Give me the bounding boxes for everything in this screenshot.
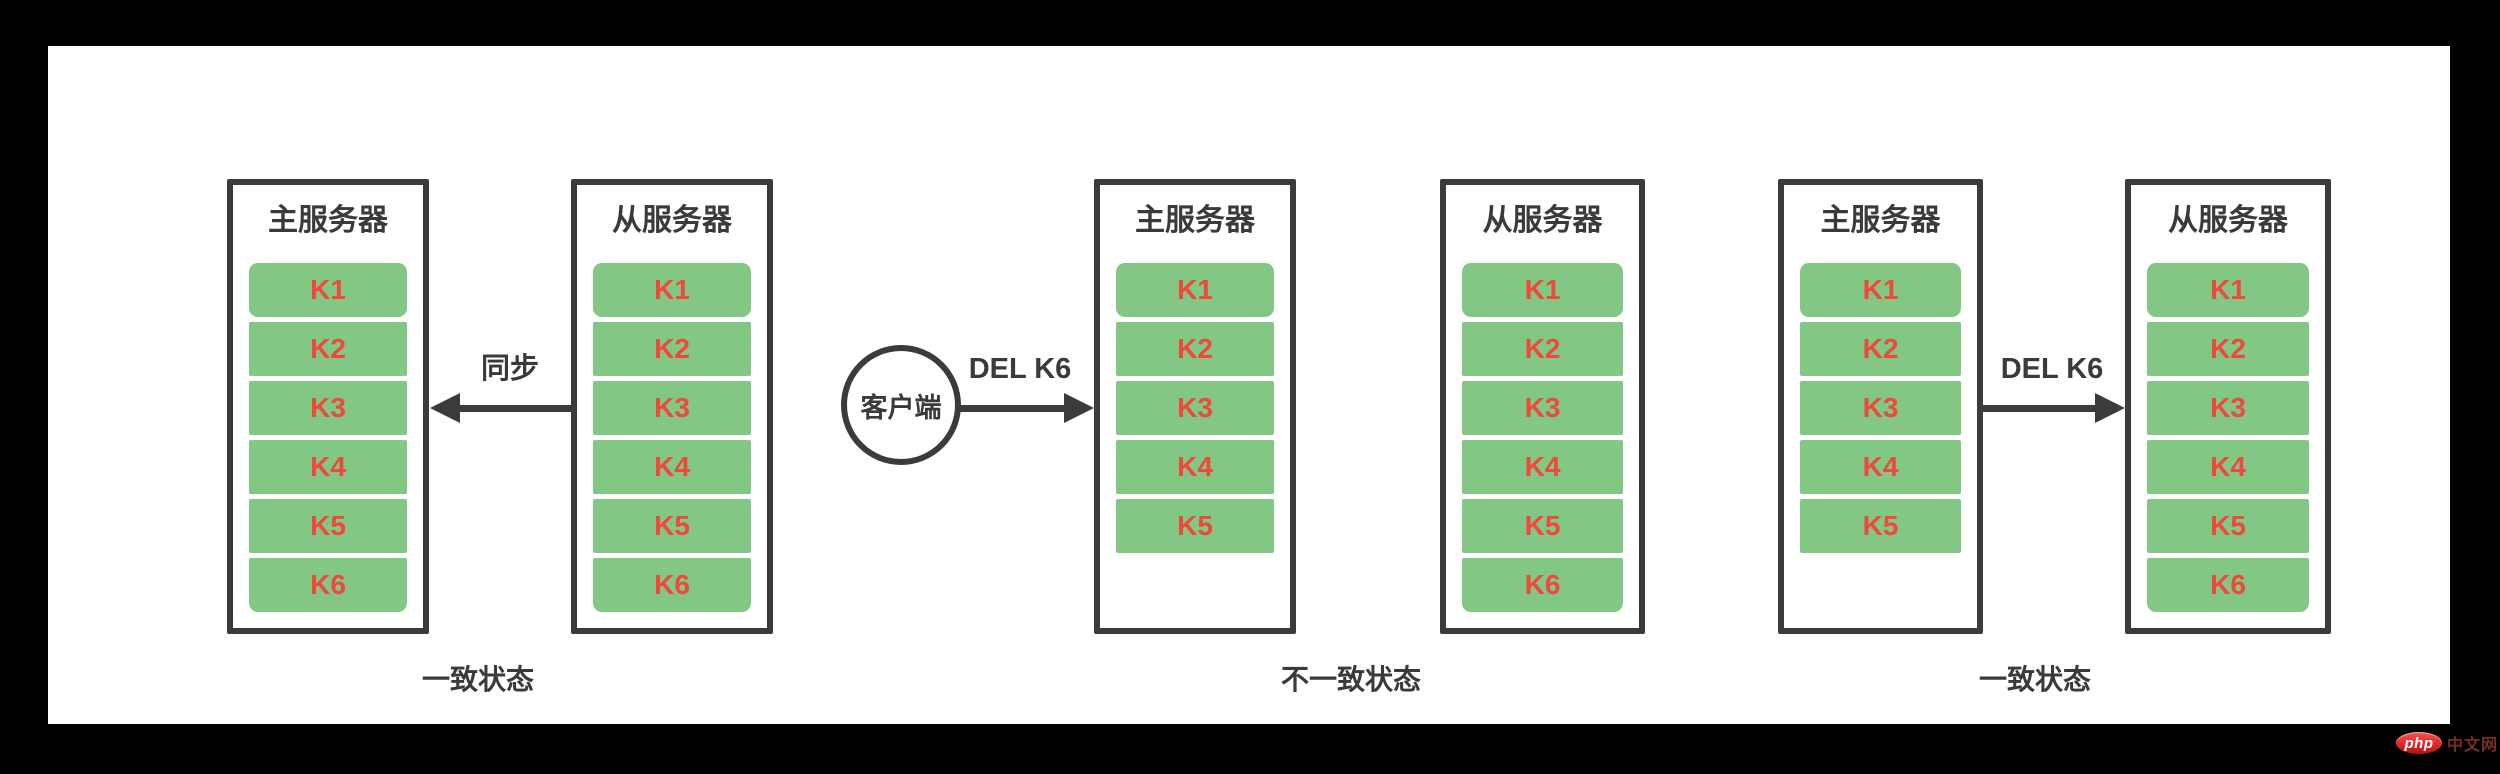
server-title: 从服务器 <box>612 204 732 237</box>
key-block: K3 <box>249 381 407 435</box>
del-command-arrow-1 <box>956 393 1094 423</box>
key-block: K3 <box>1462 381 1623 435</box>
key-block: K3 <box>1800 381 1961 435</box>
arrow-left-icon <box>430 393 460 423</box>
del-command-label-2: DEL K6 <box>2000 353 2104 385</box>
client-label: 客户端 <box>860 392 942 423</box>
key-block: K4 <box>249 440 407 494</box>
key-block: K2 <box>1462 322 1623 376</box>
status-label-consistent-2: 一致状态 <box>1978 664 2092 695</box>
key-block: K1 <box>249 263 407 317</box>
key-block: K1 <box>1462 263 1623 317</box>
key-block: K5 <box>249 499 407 553</box>
key-block: K2 <box>2147 322 2309 376</box>
key-block: K4 <box>1462 440 1623 494</box>
key-block: K4 <box>2147 440 2309 494</box>
key-block: K1 <box>1800 263 1961 317</box>
client-circle: 客户端 <box>841 345 961 465</box>
key-block: K5 <box>1800 499 1961 553</box>
key-block: K2 <box>1116 322 1274 376</box>
key-block: K5 <box>1462 499 1623 553</box>
php-logo-text: php <box>2404 734 2434 752</box>
server-title: 主服务器 <box>1820 204 1941 237</box>
key-block: K6 <box>593 558 751 612</box>
key-block: K4 <box>593 440 751 494</box>
key-block: K2 <box>249 322 407 376</box>
key-block: K2 <box>1800 322 1961 376</box>
arrow-line <box>456 405 571 412</box>
key-block: K5 <box>1116 499 1274 553</box>
key-block: K3 <box>2147 381 2309 435</box>
del-command-label-1: DEL K6 <box>968 353 1072 385</box>
arrow-line <box>956 405 1068 412</box>
arrow-right-icon <box>2095 393 2125 423</box>
del-command-arrow-2 <box>1983 393 2125 423</box>
watermark: php 中文网 <box>2396 731 2498 755</box>
key-block: K6 <box>249 558 407 612</box>
server-title: 主服务器 <box>268 204 388 237</box>
key-block: K1 <box>593 263 751 317</box>
key-block: K1 <box>1116 263 1274 317</box>
key-block: K3 <box>1116 381 1274 435</box>
key-block: K5 <box>2147 499 2309 553</box>
key-block: K3 <box>593 381 751 435</box>
key-block: K2 <box>593 322 751 376</box>
watermark-site-text: 中文网 <box>2447 737 2499 754</box>
arrow-line <box>1983 405 2099 412</box>
key-block: K6 <box>2147 558 2309 612</box>
key-block: K4 <box>1116 440 1274 494</box>
sync-arrow <box>430 393 571 423</box>
key-block: K4 <box>1800 440 1961 494</box>
server-title: 主服务器 <box>1135 204 1255 237</box>
server-title: 从服务器 <box>1482 204 1603 237</box>
sync-arrow-label: 同步 <box>480 353 540 385</box>
php-logo-icon: php <box>2396 732 2442 754</box>
status-label-consistent-1: 一致状态 <box>421 664 535 695</box>
arrow-right-icon <box>1064 393 1094 423</box>
key-block: K1 <box>2147 263 2309 317</box>
server-title: 从服务器 <box>2168 204 2288 237</box>
key-block: K5 <box>593 499 751 553</box>
status-label-inconsistent: 不一致状态 <box>1280 664 1422 695</box>
key-block: K6 <box>1462 558 1623 612</box>
